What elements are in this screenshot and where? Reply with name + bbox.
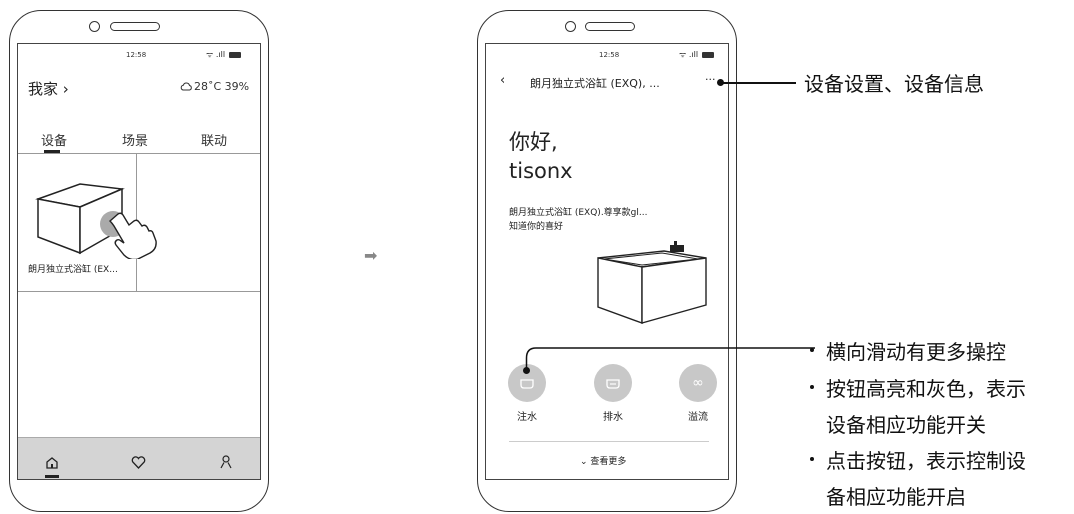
signal-icon: ᯤ .ıll — [206, 50, 226, 59]
camera-icon — [89, 21, 100, 32]
bullet-dot — [810, 385, 814, 389]
status-icons: ᯤ .ıll — [206, 49, 242, 60]
user-icon[interactable] — [220, 455, 232, 469]
bathtub-illustration — [35, 183, 157, 259]
status-time: 12:58 — [599, 51, 620, 59]
bullet-dot — [810, 457, 814, 461]
flow-arrow-icon: ➡ — [364, 246, 378, 265]
device-desc-line2: 知道你的喜好 — [509, 222, 564, 232]
annotation-bullet-2: 按钮高亮和灰色，表示 — [826, 377, 1026, 401]
drain-button[interactable] — [594, 364, 632, 402]
device-card[interactable]: 朗月独立式浴缸 (EX... — [18, 154, 157, 291]
home-icon[interactable] — [45, 456, 59, 470]
callout-dot — [717, 79, 724, 86]
device-desc-line1: 朗月独立式浴缸 (EXQ).尊享款gl... — [509, 208, 648, 218]
annotation-settings: 设备设置、设备信息 — [804, 72, 984, 96]
tab-indicator — [44, 150, 60, 153]
grid-line — [18, 153, 260, 154]
page-title: 朗月独立式浴缸 (EXQ), ... — [530, 77, 660, 90]
speaker-icon — [585, 22, 635, 31]
right-screen: 12:58 ᯤ .ıll ‹ 朗月独立式浴缸 (EXQ), ... ··· 你好… — [485, 43, 729, 480]
drain-label: 排水 — [603, 412, 623, 423]
bathtub-icon — [520, 379, 534, 389]
bathtub-illustration — [597, 241, 707, 324]
annotation-bullet-3: 点击按钮，表示控制设 — [826, 449, 1026, 473]
weather: 28˚C 39% — [180, 80, 249, 93]
greeting-line2: tisonx — [509, 159, 573, 183]
annotation-bullet-2b: 设备相应功能开关 — [826, 413, 986, 437]
tab-devices[interactable]: 设备 — [41, 134, 68, 149]
divider — [509, 441, 709, 442]
infinity-icon: ∞ — [692, 375, 704, 391]
greeting-line1: 你好, — [509, 130, 558, 154]
left-screen: 12:58 ᯤ .ıll 我家 › 28˚C 39% 设备 场景 联动 朗月独立… — [17, 43, 261, 480]
callout-dot — [523, 367, 530, 374]
drain-icon — [606, 379, 620, 389]
overflow-button[interactable]: ∞ — [679, 364, 717, 402]
annotation-bullet-1: 横向滑动有更多操控 — [826, 340, 1006, 364]
fill-water-label: 注水 — [517, 412, 537, 423]
see-more-button[interactable]: ⌄ 查看更多 — [580, 457, 627, 467]
bullet-dot — [810, 348, 814, 352]
weather-text: 28˚C 39% — [194, 80, 250, 93]
device-card-name: 朗月独立式浴缸 (EX... — [28, 265, 118, 275]
cloud-icon — [180, 82, 192, 91]
status-icons: ᯤ .ıll — [679, 49, 715, 60]
annotation-bullet-3b: 备相应功能开启 — [826, 485, 966, 509]
back-button[interactable]: ‹ — [500, 73, 506, 88]
camera-icon — [565, 21, 576, 32]
battery-icon — [229, 51, 242, 58]
grid-line — [18, 291, 260, 292]
callout-line — [722, 82, 796, 84]
speaker-icon — [110, 22, 160, 31]
heart-icon[interactable] — [131, 456, 146, 469]
more-button[interactable]: ··· — [705, 73, 716, 86]
tab-scenes[interactable]: 场景 — [122, 134, 149, 149]
nav-indicator — [45, 475, 59, 478]
battery-icon — [702, 51, 715, 58]
home-title[interactable]: 我家 › — [28, 80, 69, 98]
overflow-label: 溢流 — [688, 412, 708, 423]
callout-line — [525, 347, 815, 370]
signal-icon: ᯤ .ıll — [679, 50, 699, 59]
status-time: 12:58 — [126, 51, 147, 59]
tab-automation[interactable]: 联动 — [201, 134, 228, 149]
